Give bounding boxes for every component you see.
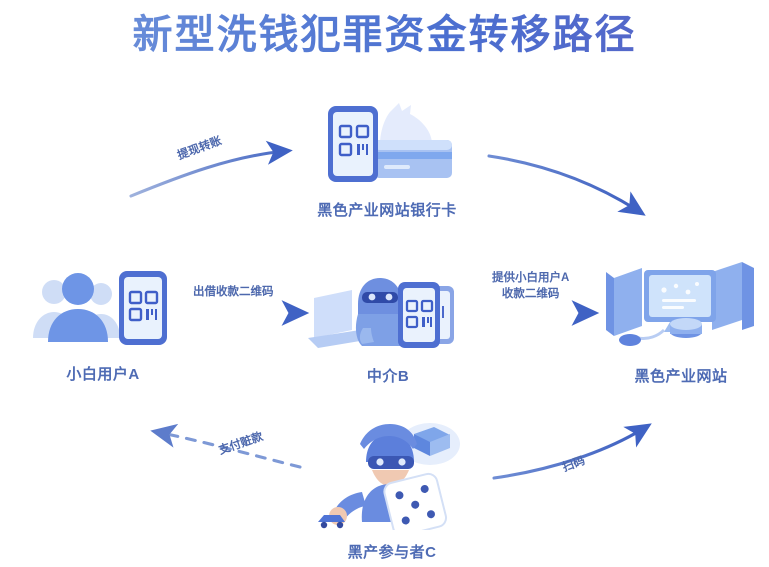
phone-qr-bankcard-moneybag-icon bbox=[302, 96, 472, 193]
masked-gambler-dice-icon bbox=[310, 418, 474, 537]
edge-label-lend-payment-qr: 出借收款二维码 bbox=[193, 286, 274, 298]
edge-label-provide-qr-line2: 收款二维码 bbox=[501, 287, 560, 300]
node-label-black-industry-site: 黑色产业网站 bbox=[634, 368, 728, 385]
node-label-black-participant-c: 黑产参与者C bbox=[347, 544, 437, 561]
servers-monitor-icon bbox=[600, 254, 762, 359]
node-novice-user-a[interactable]: 小白用户A bbox=[23, 262, 183, 384]
edge-actorC-to-userA bbox=[150, 423, 302, 469]
edge-card-to-site bbox=[487, 154, 646, 216]
masked-hacker-laptop-phones-icon bbox=[306, 268, 470, 359]
page-title: 新型洗钱犯罪资金转移路径 bbox=[0, 12, 769, 58]
edge-actorC-to-site bbox=[492, 423, 652, 480]
node-label-broker-b: 中介B bbox=[366, 368, 410, 385]
node-label-novice-user-a: 小白用户A bbox=[66, 366, 140, 383]
node-black-participant-c[interactable]: 黑产参与者C bbox=[310, 418, 474, 562]
node-black-industry-site[interactable]: 黑色产业网站 bbox=[600, 254, 762, 386]
edge-userA-to-card bbox=[129, 140, 293, 198]
edge-label-provide-qr-line1: 提供小白用户A bbox=[492, 272, 570, 284]
edge-label-provide-qr: 提供小白用户A 收款二维码 bbox=[492, 271, 569, 302]
node-blackmarket-bankcard[interactable]: 黑色产业网站银行卡 bbox=[302, 96, 472, 220]
node-broker-b[interactable]: 中介B bbox=[306, 268, 470, 386]
node-label-blackmarket-bankcard: 黑色产业网站银行卡 bbox=[317, 202, 457, 219]
people-group-phone-qr-icon bbox=[23, 262, 183, 357]
